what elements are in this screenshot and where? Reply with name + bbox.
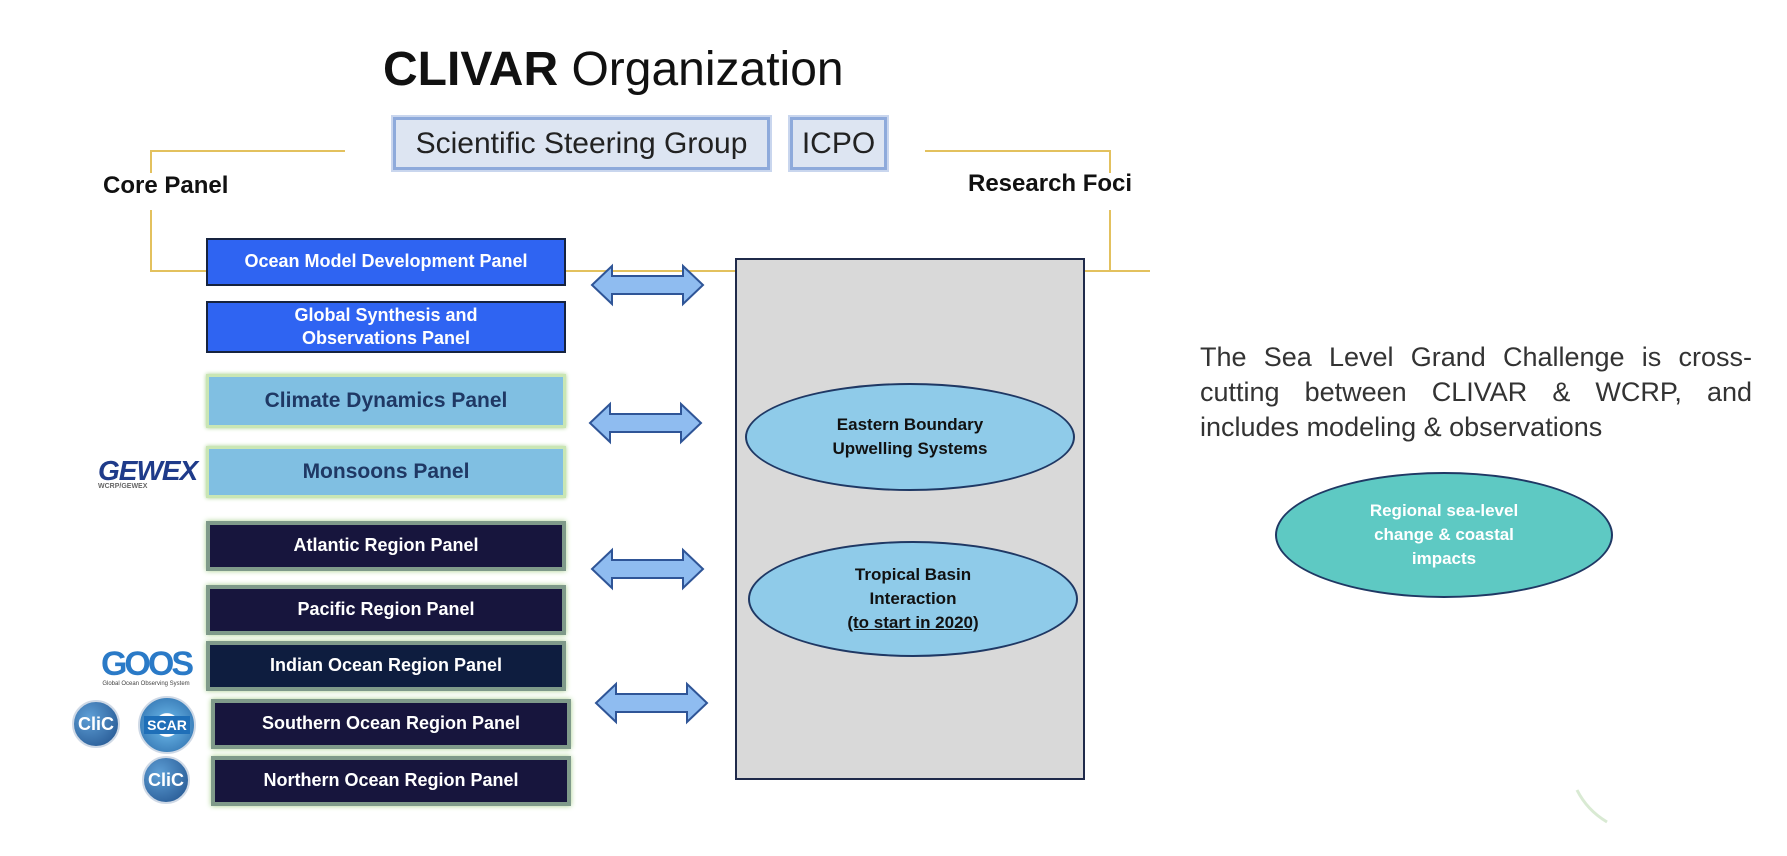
right-bracket-upper-leg: [1109, 150, 1111, 173]
gewex-logo-text: GEWEX: [98, 455, 198, 486]
left-bracket-lower-leg: [150, 210, 152, 271]
title-rest: Organization: [558, 43, 844, 96]
double-arrow-icon: [588, 401, 703, 445]
ssg-label: Scientific Steering Group: [415, 126, 748, 160]
goos-logo-text: GOOS: [100, 645, 194, 683]
challenge-line: impacts: [1411, 548, 1477, 568]
sea-level-description: The Sea Level Grand Challenge is cross-c…: [1200, 342, 1752, 443]
focus-line: Upwelling Systems: [832, 439, 988, 458]
focus-line: Tropical Basin: [854, 565, 972, 585]
challenge-line: change & coastal: [1374, 525, 1514, 545]
southern-ocean-region-panel: Southern Ocean Region Panel: [211, 699, 571, 749]
core-panel-label: Core Panel: [103, 172, 229, 199]
pacific-region-panel: Pacific Region Panel: [206, 585, 566, 635]
global-synthesis-observations-panel: Global Synthesis and Observations Panel: [206, 301, 566, 353]
eastern-boundary-upwelling-ellipse: Eastern Boundary Upwelling Systems: [745, 383, 1075, 491]
clic-logo-text: CliC: [78, 713, 114, 734]
panel-label: Climate Dynamics Panel: [264, 389, 508, 413]
title-bold: CLIVAR: [383, 43, 559, 96]
clic-logo: CliC: [72, 700, 120, 748]
northern-ocean-region-panel: Northern Ocean Region Panel: [211, 756, 571, 806]
left-bracket-upper-leg: [150, 150, 152, 173]
bracket-bottom-line: [150, 270, 1150, 272]
gewex-logo-subtext: WCRP/GEWEX: [98, 483, 148, 490]
double-arrow-icon: [594, 681, 709, 725]
research-foci-box: [735, 258, 1085, 780]
clic-logo-text: CliC: [148, 769, 184, 790]
double-arrow-icon: [590, 263, 705, 307]
atlantic-region-panel: Atlantic Region Panel: [206, 521, 566, 571]
left-bracket-top: [150, 150, 345, 152]
focus-line: Eastern Boundary: [836, 415, 984, 435]
panel-label: Global Synthesis and Observations Panel: [294, 304, 478, 348]
right-bracket-lower-leg: [1109, 210, 1111, 271]
focus-note: (to start in 2020): [847, 612, 979, 632]
scar-logo: SCAR: [138, 696, 196, 754]
tropical-basin-interaction-ellipse: Tropical Basin Interaction (to start in …: [748, 541, 1078, 657]
panel-label: Southern Ocean Region Panel: [261, 713, 521, 734]
right-bracket-top: [925, 150, 1111, 152]
decorative-stroke: [1575, 789, 1608, 824]
icpo-label: ICPO: [801, 126, 876, 160]
panel-label: Pacific Region Panel: [297, 599, 475, 620]
indian-ocean-region-panel: Indian Ocean Region Panel: [206, 641, 566, 691]
climate-dynamics-panel: Climate Dynamics Panel: [206, 374, 566, 428]
monsoons-panel: Monsoons Panel: [206, 446, 566, 498]
panel-label: Atlantic Region Panel: [293, 535, 479, 556]
icpo-box: ICPO: [790, 117, 887, 170]
scar-logo-text: SCAR: [144, 716, 190, 734]
panel-label: Monsoons Panel: [302, 460, 470, 484]
ocean-model-development-panel: Ocean Model Development Panel: [206, 238, 566, 286]
goos-logo: GOOS Global Ocean Observing System: [96, 645, 196, 687]
page-title: CLIVAR Organization: [383, 42, 844, 97]
goos-logo-subtext: Global Ocean Observing System: [102, 681, 190, 687]
panel-label: Indian Ocean Region Panel: [269, 655, 503, 676]
scientific-steering-group-box: Scientific Steering Group: [393, 117, 770, 170]
double-arrow-icon: [590, 547, 705, 591]
clic-logo-2: CliC: [142, 756, 190, 804]
panel-label: Ocean Model Development Panel: [244, 251, 528, 272]
research-foci-label: Research Foci: [968, 170, 1133, 197]
focus-line: Interaction: [869, 589, 957, 609]
gewex-logo: GEWEX WCRP/GEWEX: [98, 455, 198, 490]
challenge-line: Regional sea-level: [1369, 501, 1519, 521]
panel-label: Northern Ocean Region Panel: [263, 770, 519, 791]
regional-sea-level-ellipse: Regional sea-level change & coastal impa…: [1275, 472, 1613, 598]
